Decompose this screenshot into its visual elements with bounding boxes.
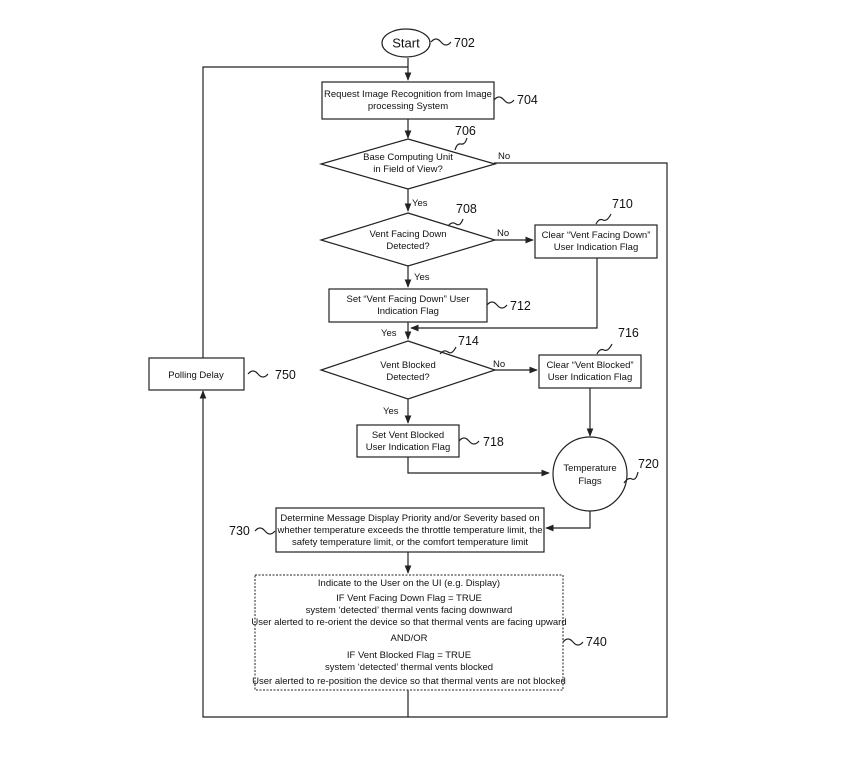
indicate-line-5: AND/OR: [391, 633, 428, 644]
request-line-1: Request Image Recognition from Image: [324, 89, 492, 100]
arrow-clear-ventdown-merge: [410, 258, 598, 332]
ref-706: 706: [455, 124, 476, 138]
indicate-line-3: system ‘detected’ thermal vents facing d…: [306, 605, 513, 616]
set-ventdown-line-2: Indication Flag: [377, 306, 439, 317]
set-ventdown-line-1: Set “Vent Facing Down” User: [346, 294, 469, 305]
clear-vent-facing-down-box: Clear “Vent Facing Down” User Indication…: [534, 224, 658, 259]
ref-716: 716: [618, 326, 639, 340]
clear-vent-blocked-box: Clear “Vent Blocked” User Indication Fla…: [538, 354, 642, 389]
leader-702: [430, 38, 452, 46]
start-label: Start: [392, 36, 420, 51]
ref-712: 712: [510, 299, 531, 313]
indicate-line-7: system ‘detected’ thermal vents blocked: [325, 662, 493, 673]
clear-ventdown-line-2: User Indication Flag: [554, 242, 638, 253]
ref-714: 714: [458, 334, 479, 348]
leader-730: [254, 527, 276, 535]
edge-label-base-no: No: [498, 151, 510, 162]
request-image-recognition-box: Request Image Recognition from Image pro…: [321, 81, 495, 120]
clear-ventdown-line-1: Clear “Vent Facing Down”: [542, 230, 651, 241]
ref-702: 702: [454, 36, 475, 50]
arrow-temp-to-determine: [545, 510, 591, 532]
decision-base-line-2: in Field of View?: [373, 164, 443, 175]
determine-line-3: safety temperature limit, or the comfort…: [292, 537, 528, 548]
indicate-line-4: User alerted to re-orient the device so …: [251, 617, 566, 628]
leader-708: [447, 218, 464, 227]
edge-label-ventdown-yes: Yes: [414, 272, 430, 283]
leader-710: [595, 213, 612, 225]
leader-716: [596, 343, 613, 355]
decision-blocked-line-1: Vent Blocked: [380, 360, 435, 371]
polling-delay-label: Polling Delay: [168, 370, 224, 381]
set-blocked-line-1: Set Vent Blocked: [372, 430, 444, 441]
leader-706: [454, 137, 468, 151]
ref-704: 704: [517, 93, 538, 107]
ref-708: 708: [456, 202, 477, 216]
edge-label-base-yes: Yes: [412, 198, 428, 209]
ref-750: 750: [275, 368, 296, 382]
determine-line-1: Determine Message Display Priority and/o…: [280, 513, 539, 524]
edge-label-ventdown-no: No: [497, 228, 509, 239]
indicate-line-1: Indicate to the User on the UI (e.g. Dis…: [318, 578, 500, 589]
leader-714: [439, 346, 457, 355]
decision-base-line-1: Base Computing Unit: [363, 152, 453, 163]
decision-blocked-line-2: Detected?: [386, 372, 429, 383]
decision-ventdown-line-1: Vent Facing Down: [369, 229, 446, 240]
indicate-line-8: User alerted to re-position the device s…: [252, 676, 566, 687]
request-line-2: processing System: [368, 101, 448, 112]
reference-numerals: 702 704 706 708 710 712 714 716 718 720 …: [229, 36, 659, 649]
set-blocked-line-2: User Indication Flag: [366, 442, 450, 453]
decision-vent-facing-down: Vent Facing Down Detected?: [318, 212, 498, 267]
arrow-loop-to-polling: [199, 390, 408, 718]
arrow-set-blocked-to-temp: [407, 457, 550, 477]
indicate-line-6: IF Vent Blocked Flag = TRUE: [347, 650, 471, 661]
edge-labels: No Yes No Yes Yes No Yes: [381, 151, 510, 417]
leader-740: [562, 638, 584, 646]
leader-750: [247, 370, 269, 378]
indicate-line-2: IF Vent Facing Down Flag = TRUE: [336, 593, 482, 604]
ref-740: 740: [586, 635, 607, 649]
decision-base-in-view: Base Computing Unit in Field of View?: [318, 138, 498, 190]
edge-label-merge-yes: Yes: [381, 328, 397, 339]
indicate-to-user-box: Indicate to the User on the UI (e.g. Dis…: [251, 574, 567, 691]
connectors: [199, 58, 668, 718]
ref-710: 710: [612, 197, 633, 211]
temperature-flags-line-2: Flags: [578, 476, 601, 487]
leader-720: [623, 471, 639, 484]
ref-720: 720: [638, 457, 659, 471]
arrow-base-no-loop: [408, 162, 668, 718]
temperature-flags-node: Temperature Flags: [552, 436, 628, 512]
determine-priority-box: Determine Message Display Priority and/o…: [275, 507, 545, 553]
leader-712: [486, 301, 508, 309]
edge-label-blocked-yes: Yes: [383, 406, 399, 417]
arrow-polling-to-request: [202, 66, 408, 358]
decision-ventdown-line-2: Detected?: [386, 241, 429, 252]
clear-blocked-line-2: User Indication Flag: [548, 372, 632, 383]
ref-730: 730: [229, 524, 250, 538]
decision-vent-blocked: Vent Blocked Detected?: [319, 340, 497, 400]
start-node: Start: [381, 28, 431, 58]
leader-718: [458, 437, 480, 445]
set-vent-blocked-box: Set Vent Blocked User Indication Flag: [356, 424, 460, 458]
clear-blocked-line-1: Clear “Vent Blocked”: [546, 360, 633, 371]
temperature-flags-line-1: Temperature: [563, 463, 616, 474]
set-vent-facing-down-box: Set “Vent Facing Down” User Indication F…: [328, 288, 488, 323]
ref-718: 718: [483, 435, 504, 449]
determine-line-2: whether temperature exceeds the throttle…: [276, 525, 542, 536]
leader-704: [493, 96, 515, 104]
polling-delay-box: Polling Delay: [148, 357, 245, 391]
edge-label-blocked-no: No: [493, 359, 505, 370]
